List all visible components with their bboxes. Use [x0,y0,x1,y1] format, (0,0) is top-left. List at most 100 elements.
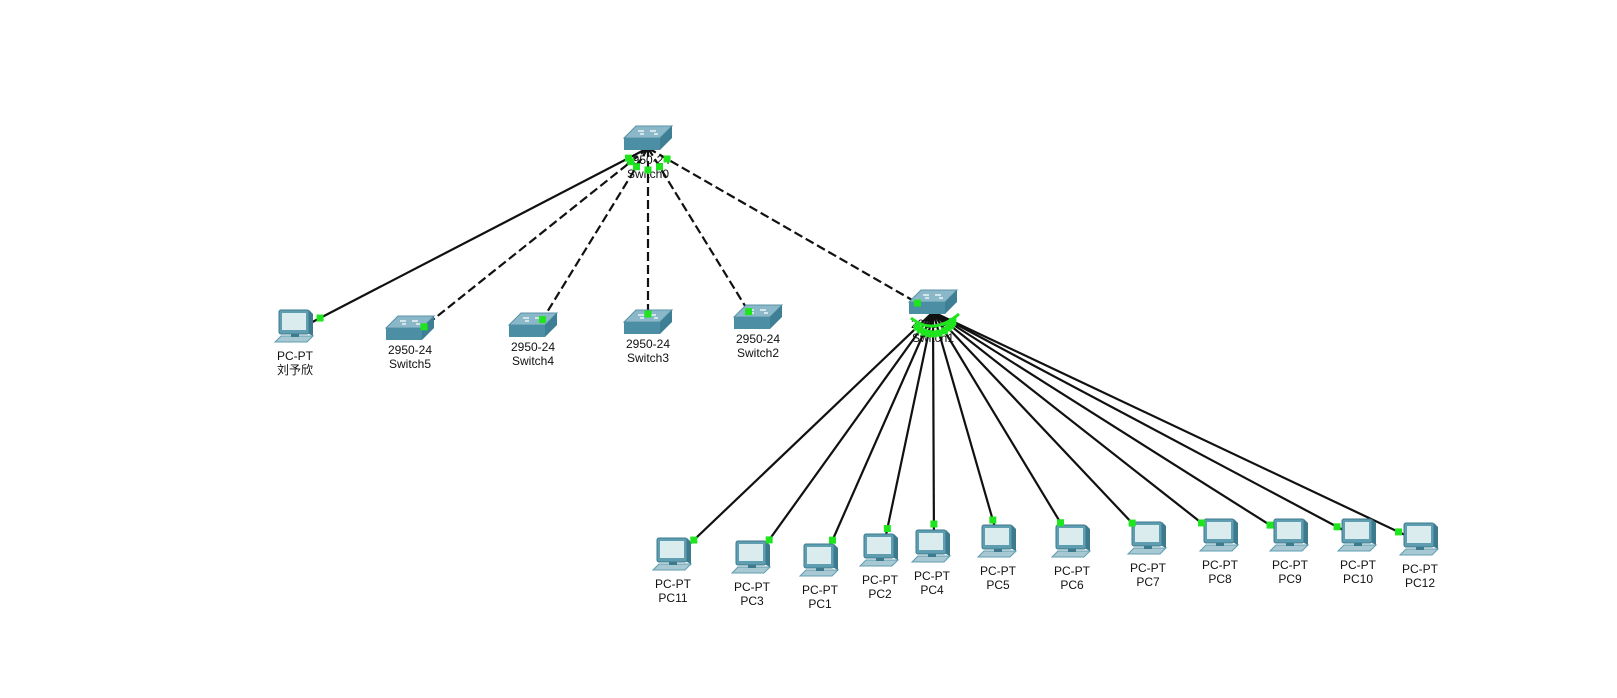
link-switch0-switch2[interactable] [647,147,759,328]
link-switch0-switch5[interactable] [409,147,649,339]
port-indicator [624,154,632,162]
port-indicator [538,316,546,324]
pc-stand [876,558,884,561]
link-switch1-pc3[interactable] [753,311,934,562]
link-switch1-pc7[interactable] [932,311,1151,543]
pc-monitor-side [1012,525,1016,551]
link-switch1-pc11[interactable] [674,311,934,559]
port-indicator [420,323,428,331]
link-switch0-switch1[interactable] [647,147,934,313]
device-name-label: Switch4 [512,354,554,368]
port-indicator [765,536,773,544]
switch-icon [907,289,959,314]
device-name-label: PC6 [1060,578,1084,592]
pc-stand [1216,543,1224,546]
pc-icon [273,309,315,343]
pc-stand [748,565,756,568]
link-switch1-pc6[interactable] [932,311,1075,546]
pc-screen [1277,522,1301,539]
port-indicators-layer [316,154,1402,544]
devices-layer: 2950-24Switch02950-24Switch12950-24Switc… [273,125,1440,611]
port-indicator [627,158,635,166]
pc-stand [1416,547,1424,550]
switch-arrows [923,294,943,299]
port-indicator [949,317,957,325]
link-switch1-pc2[interactable] [880,311,935,555]
link-switch0-switch4[interactable] [532,147,649,336]
switch-front [509,325,545,337]
switch1-port-cluster [910,312,960,328]
pc-stand [816,568,824,571]
pc-stand [1286,543,1294,546]
link-switch1-pc1[interactable] [820,311,935,565]
switch-arrows [400,320,420,325]
pc-keyboard [1336,544,1378,552]
port-indicator [916,326,924,334]
port-indicator [929,330,937,338]
pc-monitor-side [1162,522,1166,548]
pc-icon [858,533,900,567]
port-indicator [920,328,928,336]
device-name-label: PC7 [1136,575,1160,589]
link-switch1-pc4[interactable] [931,311,936,551]
device-model-label: 2950-24 [388,343,432,357]
link-switch1-pc8[interactable] [932,311,1223,540]
link-switch1-pc5[interactable] [931,311,1002,546]
pc-keyboard [1398,548,1440,556]
pc-keyboard [976,550,1018,558]
switch-side [545,313,557,337]
port-indicator [913,299,921,307]
pc-stand [669,562,677,565]
switch-front [386,328,422,340]
port-indicator [1266,521,1274,529]
pc-monitor-side [1086,525,1090,551]
pc-stand [1354,543,1362,546]
device-model-label: PC-PT [914,569,951,583]
pc-icon [730,540,772,574]
pc-stand [928,554,936,557]
device-name-label: PC8 [1208,572,1232,586]
device-name-label: Switch0 [627,167,669,181]
pc-icon [976,524,1018,558]
pc-monitor-side [1372,519,1376,545]
port-indicator [644,310,652,318]
port-indicator [1198,519,1206,527]
device-model-label: 2950-24 [626,337,670,351]
pc-screen [660,541,684,558]
link-switch1-pc12[interactable] [932,311,1423,544]
link-switch1-pc10[interactable] [932,311,1361,540]
pc-screen [1135,525,1159,542]
device-model-label: PC-PT [655,577,692,591]
port-indicator [883,525,891,533]
switch-front [734,317,770,329]
pc-monitor-side [1234,519,1238,545]
port-indicator [989,516,997,524]
device-model-label: PC-PT [1402,562,1439,576]
switch-icon [507,312,559,337]
pc-keyboard [273,335,315,343]
link-switch0-pc_liu[interactable] [296,147,649,331]
device-name-label: 刘予欣 [277,363,313,377]
port-indicator [1394,528,1402,536]
link-switch1-pc9[interactable] [932,311,1293,540]
device-name-label: PC4 [920,583,944,597]
device-model-label: PC-PT [802,583,839,597]
